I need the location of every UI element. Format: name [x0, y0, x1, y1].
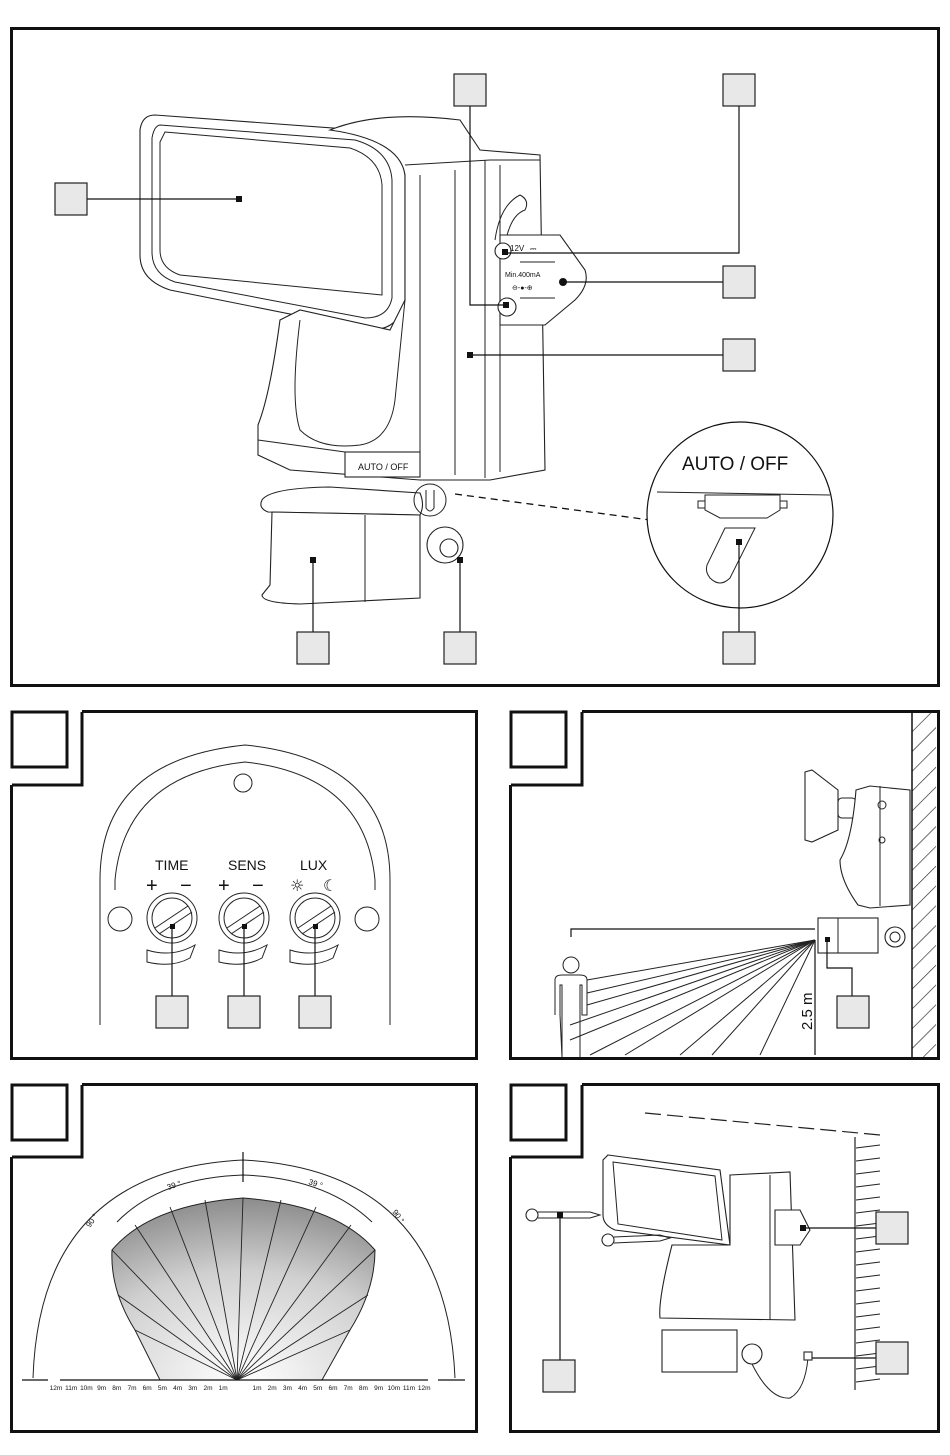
- main-device-drawing: 12V ⎓ Min.400mA ⊖-●-⊕ AUTO / OFF AUTO / …: [0, 0, 950, 700]
- controls-panel: [10, 710, 478, 1060]
- detection-range-panel: [10, 1083, 478, 1433]
- label-box-dc-socket: [723, 74, 755, 106]
- auto-off-switch-inset: [647, 422, 833, 608]
- auto-off-housing-label: AUTO / OFF: [358, 462, 409, 472]
- polarity-symbol: ⊖-●-⊕: [512, 285, 533, 292]
- label-box-sensor-joint: [444, 632, 476, 664]
- installation-panel: [509, 1083, 940, 1433]
- inset-title: AUTO / OFF: [682, 454, 788, 475]
- label-box-lens: [55, 183, 87, 215]
- label-box-reset-button: [454, 74, 486, 106]
- voltage-label: 12V: [510, 244, 525, 253]
- min-current-label: Min.400mA: [505, 272, 541, 279]
- motion-sensor-head: [261, 484, 463, 604]
- zoom-callout-line: [455, 494, 650, 520]
- label-box-bracket: [723, 266, 755, 298]
- label-box-sensor: [297, 632, 329, 664]
- label-box-auto-off-switch: [723, 632, 755, 664]
- label-box-housing: [723, 339, 755, 371]
- mounting-height-panel: [509, 710, 940, 1060]
- lamp-head: [140, 115, 405, 330]
- dc-symbol: ⎓: [530, 244, 537, 253]
